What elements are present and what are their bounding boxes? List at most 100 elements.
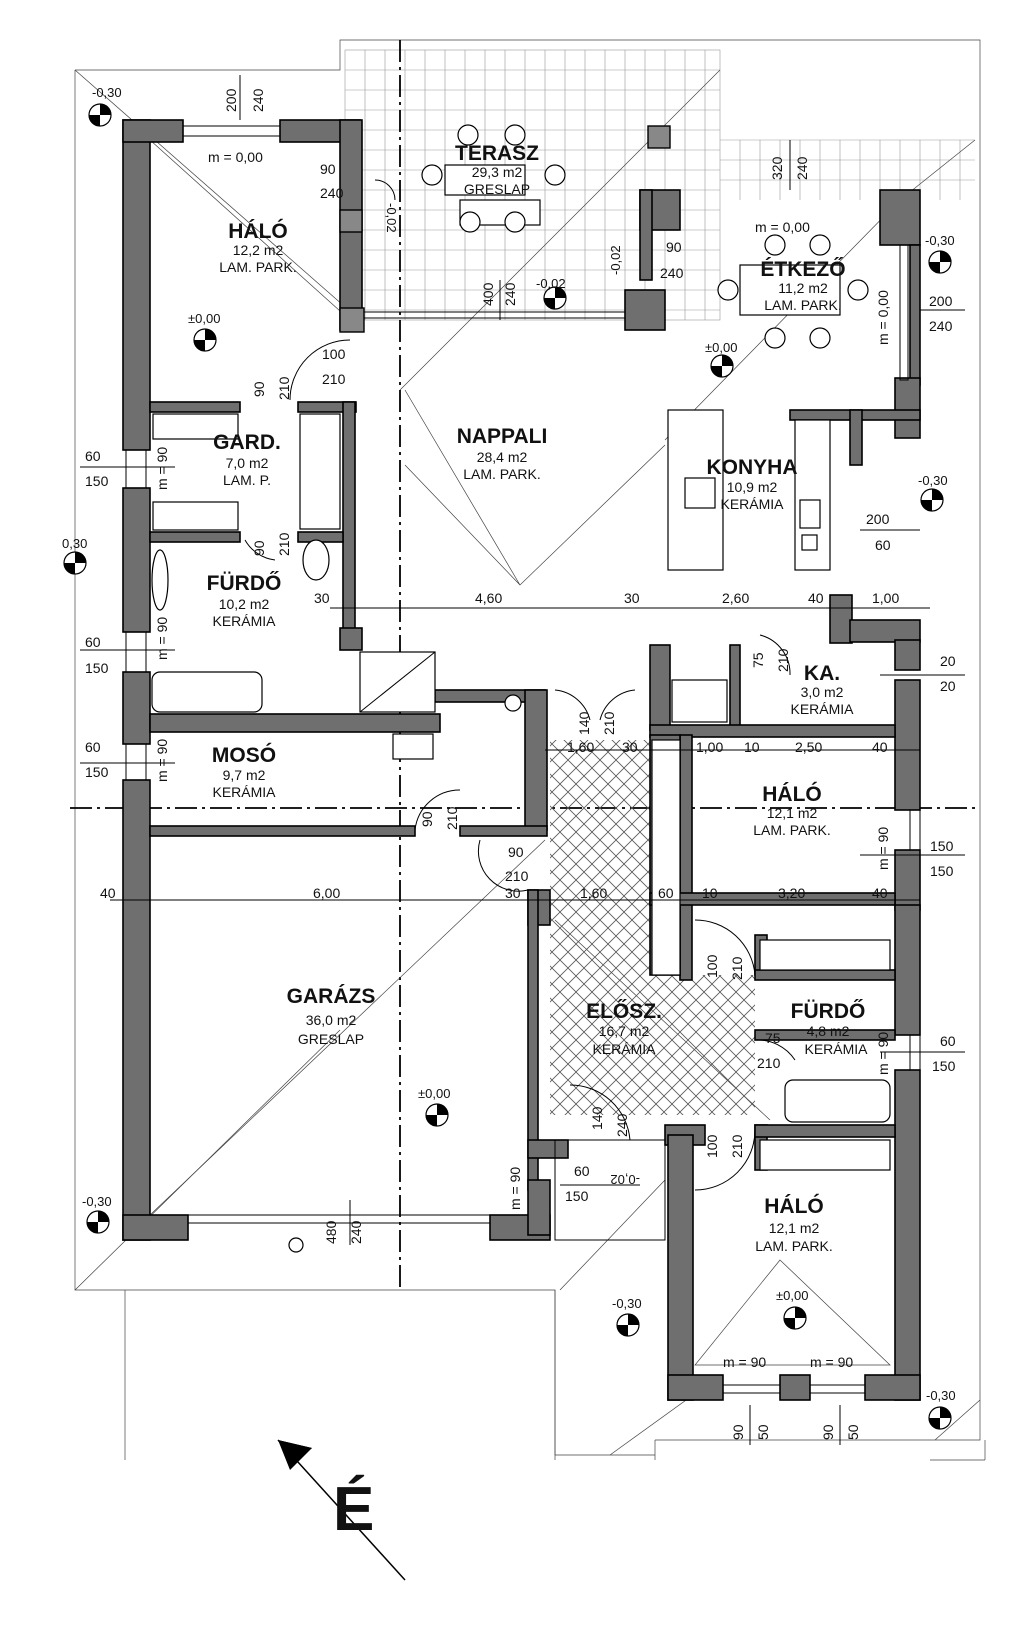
parapet-label: m = 90 <box>875 827 891 870</box>
dimension-label: 50 <box>755 1424 771 1440</box>
dimension-label: 75 <box>765 1030 781 1046</box>
dimension-label: 30 <box>505 885 521 901</box>
level-marker <box>193 328 217 352</box>
room-terasz: TERASZ 29,3 m2 GRESLAP <box>455 142 539 197</box>
dimension-label: 320 <box>769 156 785 180</box>
level-marker <box>710 354 734 378</box>
dimension-label: 240 <box>794 156 810 180</box>
level-label: -0,30 <box>918 473 948 488</box>
level-marker <box>425 1103 449 1127</box>
dimension-label: 90 <box>508 844 524 860</box>
dimension-label: 60 <box>940 1033 956 1049</box>
dimension-label: 210 <box>444 806 460 830</box>
parapet-label: m = 90 <box>154 617 170 660</box>
room-floor: KERÁMIA <box>804 1041 868 1057</box>
entry-hatch <box>550 740 755 1115</box>
level-label: ±0,00 <box>776 1288 808 1303</box>
level-label: -0,02 <box>384 203 399 233</box>
dimension-label: 6,00 <box>313 885 340 901</box>
room-name: FÜRDŐ <box>791 1000 866 1023</box>
room-name: ELŐSZ. <box>586 1000 662 1023</box>
room-name: MOSÓ <box>212 743 276 767</box>
dimension-label: 150 <box>85 660 109 676</box>
dimension-label: 10 <box>744 739 760 755</box>
parapet-label: m = 90 <box>875 1032 891 1075</box>
dimension-label: 60 <box>85 634 101 650</box>
room-floor: GRESLAP <box>464 181 530 197</box>
level-marker <box>920 488 944 512</box>
room-diagonals <box>149 139 901 1366</box>
dimension-label: 210 <box>276 532 292 556</box>
parapet-label: m = 0,00 <box>875 290 891 345</box>
level-marker <box>928 1406 952 1430</box>
room-furdo-2: FÜRDŐ 4,8 m2 KERÁMIA <box>791 1000 869 1057</box>
dimension-label: 200 <box>929 293 953 309</box>
room-area: 29,3 m2 <box>472 164 523 180</box>
dimension-label: 30 <box>624 590 640 606</box>
dimension-labels: 200 240 320 240 90 240 90 240 200 240 40… <box>85 88 956 1440</box>
dimension-label: 1,00 <box>872 590 899 606</box>
room-etkezo: ÉTKEZŐ 11,2 m2 LAM. PARK. <box>760 258 845 313</box>
room-floor: KERÁMIA <box>212 784 276 800</box>
dimension-label: 210 <box>276 376 292 400</box>
room-name: FÜRDŐ <box>207 572 282 595</box>
dimension-label: 1,60 <box>580 885 607 901</box>
dimension-label: 90 <box>251 540 267 556</box>
room-name: HÁLÓ <box>762 782 822 806</box>
room-floor: KERÁMIA <box>592 1041 656 1057</box>
parapet-label: m = 90 <box>154 739 170 782</box>
north-arrow <box>277 1439 406 1581</box>
room-name: TERASZ <box>455 142 539 165</box>
dimension-label: 4,60 <box>475 590 502 606</box>
room-floor: LAM. PARK. <box>764 297 842 313</box>
dimension-label: 100 <box>704 954 720 978</box>
level-label: -0,02 <box>608 245 623 275</box>
dimension-label: 10 <box>702 885 718 901</box>
room-floor: LAM. PARK. <box>755 1238 833 1254</box>
room-area: 28,4 m2 <box>477 449 528 465</box>
level-label: -0,30 <box>82 1194 112 1209</box>
room-name: GARD. <box>213 431 281 454</box>
dimension-label: 210 <box>505 868 529 884</box>
level-label: -0,02 <box>610 1172 640 1187</box>
dimension-label: 140 <box>576 711 592 735</box>
room-name: HÁLÓ <box>764 1194 824 1218</box>
dimension-label: 60 <box>85 448 101 464</box>
room-floor: LAM. PARK. <box>463 466 541 482</box>
dimension-label: 140 <box>589 1106 605 1130</box>
dimension-label: 2,50 <box>795 739 822 755</box>
room-gard: GARD. 7,0 m2 LAM. P. <box>213 431 281 488</box>
level-marker <box>783 1306 807 1330</box>
level-marker <box>63 551 87 575</box>
dimension-label: 150 <box>565 1188 589 1204</box>
dimension-label: 40 <box>872 739 888 755</box>
dimension-label: 30 <box>622 739 638 755</box>
room-floor: LAM. PARK. <box>219 259 297 275</box>
parapet-label: m = 0,00 <box>755 219 810 235</box>
room-halo-3: HÁLÓ 12,1 m2 LAM. PARK. <box>755 1194 833 1254</box>
dimension-label: 3,20 <box>778 885 805 901</box>
room-garazs: GARÁZS 36,0 m2 GRESLAP <box>287 985 376 1047</box>
level-marker <box>543 286 567 310</box>
dimension-label: 90 <box>320 161 336 177</box>
dimension-label: 90 <box>730 1424 746 1440</box>
parapet-label: m = 90 <box>810 1354 853 1370</box>
dimension-label: 90 <box>419 811 435 827</box>
dimension-label: 240 <box>250 88 266 112</box>
dimension-label: 200 <box>223 88 239 112</box>
dimension-label: 90 <box>820 1424 836 1440</box>
room-area: 12,1 m2 <box>767 805 818 821</box>
room-konyha: KONYHA 10,9 m2 KERÁMIA <box>706 456 797 512</box>
dimension-label: 1,60 <box>567 739 594 755</box>
dimension-label: 240 <box>929 318 953 334</box>
room-area: 12,2 m2 <box>233 242 284 258</box>
dimension-label: 100 <box>322 346 346 362</box>
dimension-label: 480 <box>323 1220 339 1244</box>
room-area: 36,0 m2 <box>306 1012 357 1028</box>
dimension-label: 2,60 <box>722 590 749 606</box>
room-floor: LAM. PARK. <box>753 822 831 838</box>
room-name: NAPPALI <box>457 425 548 448</box>
dimension-label: 150 <box>932 1058 956 1074</box>
room-name: ÉTKEZŐ <box>760 258 845 281</box>
